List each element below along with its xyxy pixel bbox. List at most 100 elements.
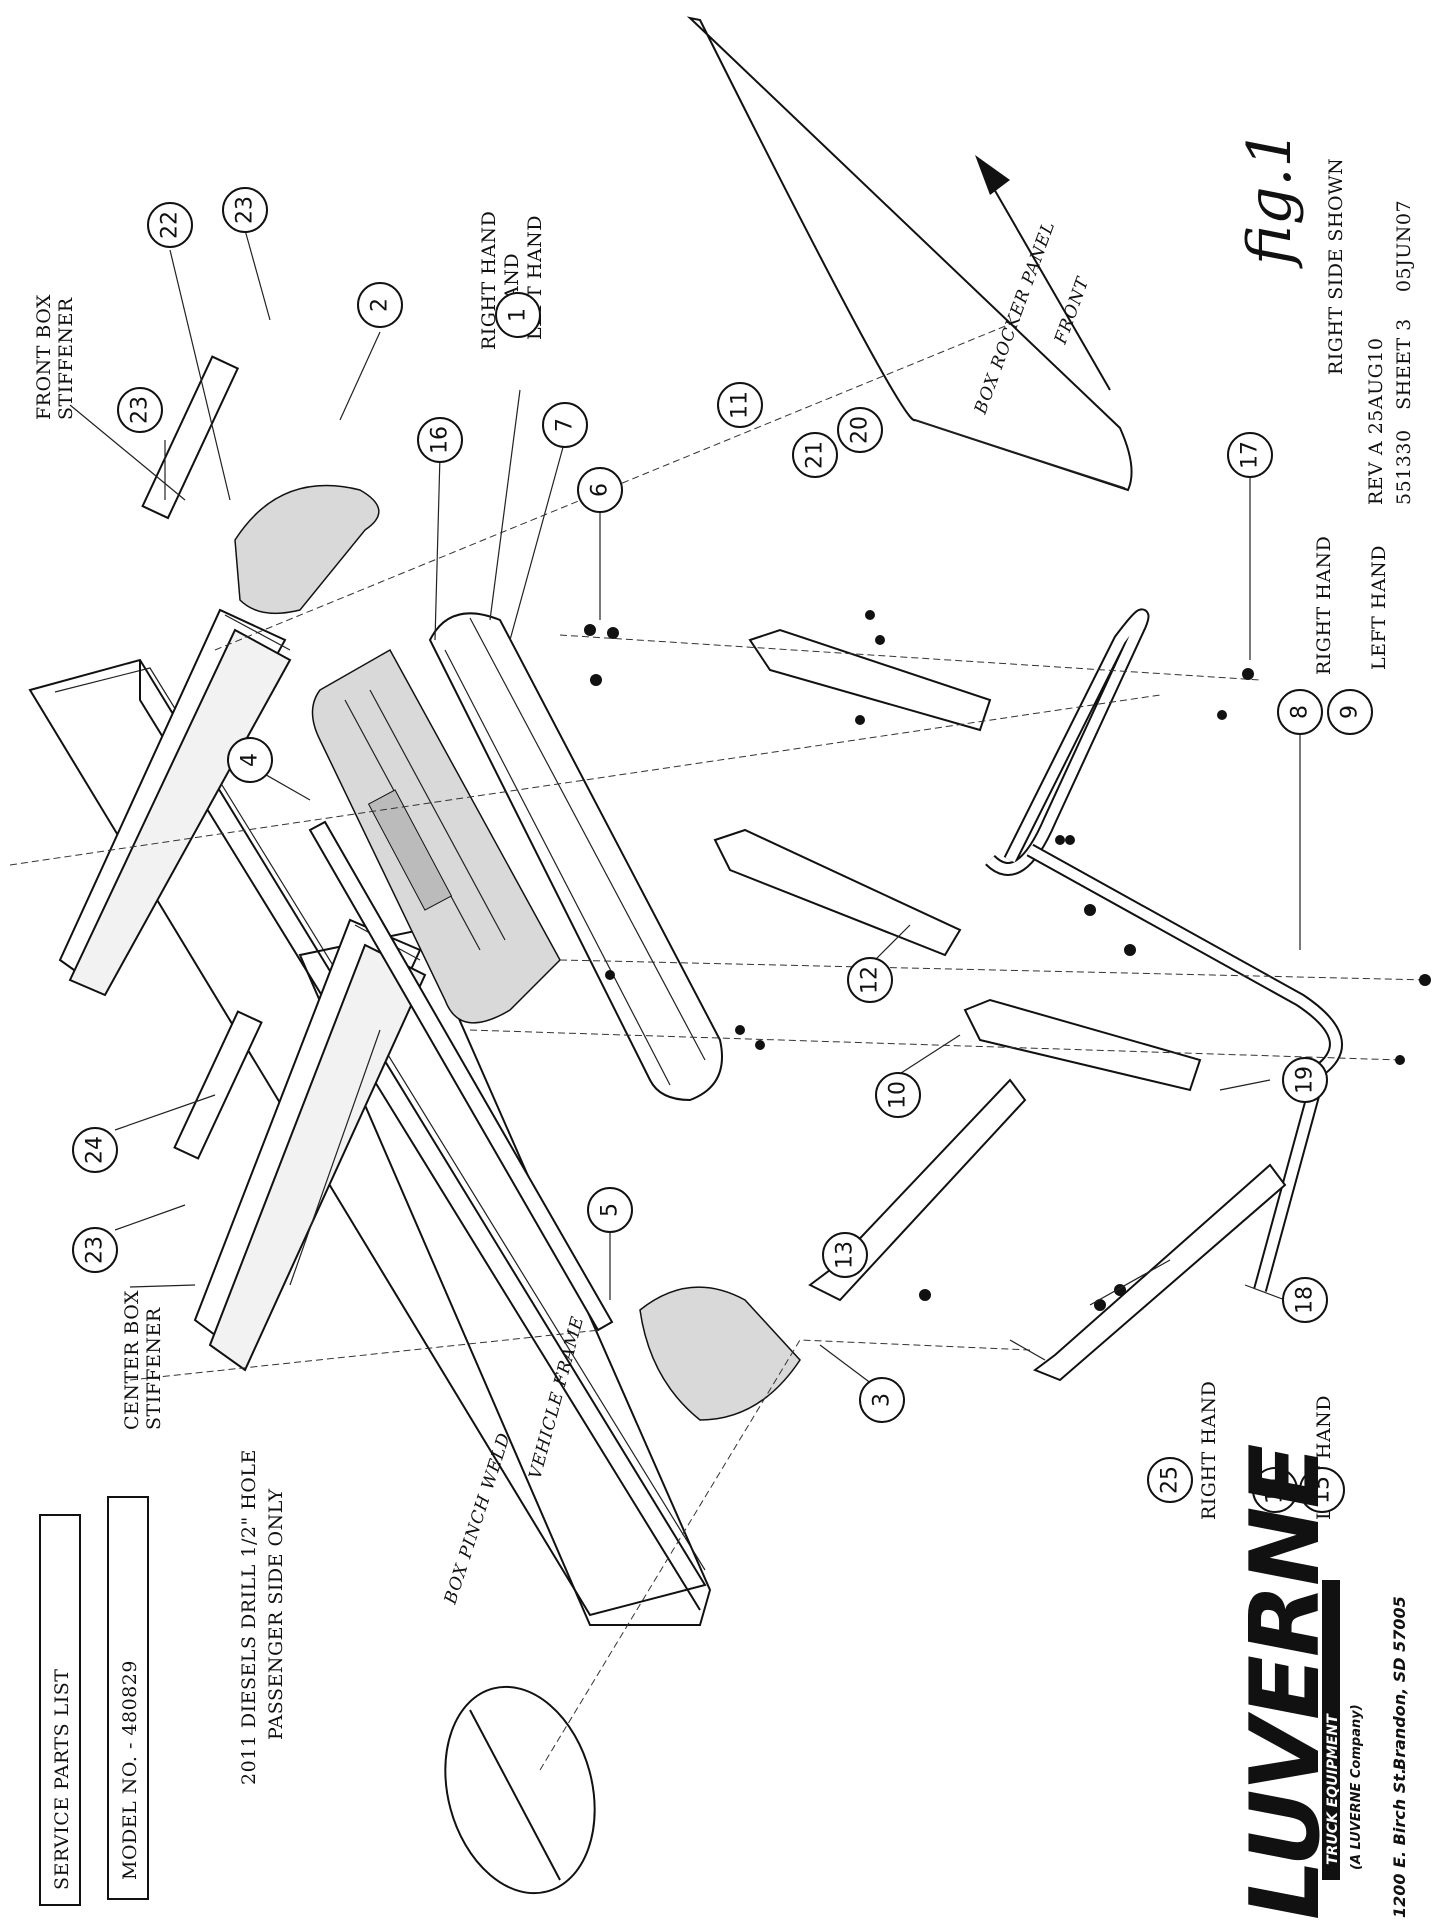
logo-company: (A LUVERNE Company) — [1349, 1704, 1364, 1870]
box-pinch-weld-label: BOX PINCH WELD — [440, 1430, 515, 1607]
callout-15: 15 — [1299, 1467, 1345, 1513]
callout-number: 10 — [886, 1081, 911, 1109]
front-box-stiffener-part — [58, 608, 292, 997]
sheet-info: 551330 SHEET 3 05JUN07 — [1393, 200, 1415, 505]
callout-number: 19 — [1293, 1066, 1318, 1094]
callout-5: 5 — [587, 1187, 633, 1233]
callout-number: 20 — [848, 416, 873, 444]
vehicle-frame-part — [28, 658, 712, 1626]
callout-19: 19 — [1282, 1057, 1328, 1103]
diesel-note-line1: 2011 DIESELS DRILL 1/2" HOLE — [238, 1449, 260, 1785]
callout-number: 11 — [728, 391, 753, 419]
callout-1: 1 — [495, 292, 541, 338]
parts-geometry — [9, 16, 1431, 1895]
logo-address: 1200 E. Birch St. — [1390, 1768, 1409, 1918]
callout-number: 4 — [238, 753, 263, 767]
callout-number: 22 — [158, 211, 183, 239]
callout-16: 16 — [417, 417, 463, 463]
callout-22: 22 — [147, 202, 193, 248]
callout-number: 8 — [1288, 705, 1313, 719]
figure-label: fig.1 — [1235, 129, 1305, 269]
callout-number: 25 — [1158, 1466, 1183, 1494]
stiffener-plate-24 — [173, 1010, 263, 1160]
callout-number: 16 — [428, 426, 453, 454]
callout-23: 23 — [222, 187, 268, 233]
right-side-shown: RIGHT SIDE SHOWN — [1325, 158, 1347, 375]
model-number: MODEL NO. - 480829 — [119, 1660, 141, 1880]
callout-number: 24 — [83, 1136, 108, 1164]
logo-tagline: TRUCK EQUIPMENT — [1325, 1713, 1341, 1865]
luverne-logo: LUVERNE TRUCK EQUIPMENT (A LUVERNE Compa… — [1231, 1444, 1409, 1920]
mounting-brackets — [713, 628, 1287, 1382]
callout-9: 9 — [1327, 689, 1373, 735]
callout-24: 24 — [72, 1127, 118, 1173]
pinch-weld-detail — [444, 1339, 1031, 1895]
front-box-stiffener-label-line1: FRONT BOX — [33, 294, 55, 420]
callout-4: 4 — [227, 737, 273, 783]
bar-part-5 — [308, 820, 614, 1332]
front-box-stiffener-label-line2: STIFFENER — [55, 297, 77, 420]
revision: REV A 25AUG10 — [1365, 338, 1387, 505]
callout-number: 5 — [598, 1203, 623, 1217]
stiffener-plate-22 — [141, 355, 240, 520]
front-arrow-icon — [975, 155, 1111, 391]
center-box-stiffener-label-line1: CENTER BOX — [121, 1290, 143, 1430]
service-parts-heading: SERVICE PARTS LIST — [51, 1669, 73, 1890]
callout-number: 2 — [368, 298, 393, 312]
callout-number: 3 — [870, 1393, 895, 1407]
callout-10: 10 — [875, 1072, 921, 1118]
fastener-dots — [584, 610, 1431, 1311]
callout-8-right-hand: RIGHT HAND — [1313, 536, 1335, 675]
callout-number: 21 — [803, 441, 828, 469]
callout-17: 17 — [1227, 432, 1273, 478]
callout-number: 6 — [588, 483, 613, 497]
callout-number: 18 — [1293, 1286, 1318, 1314]
callout-2: 2 — [357, 282, 403, 328]
callout-number: 17 — [1238, 441, 1263, 469]
callout-21: 21 — [792, 432, 838, 478]
center-box-stiffener-part — [193, 918, 427, 1372]
callout-number: 23 — [83, 1236, 108, 1264]
title-block: SERVICE PARTS LIST MODEL NO. - 480829 — [39, 1496, 149, 1906]
callout-number: 14 — [1263, 1476, 1288, 1504]
callout-number: 12 — [858, 966, 883, 994]
callout-8: 8 — [1277, 689, 1323, 735]
callout-number: 15 — [1310, 1476, 1335, 1504]
callout-13: 13 — [822, 1232, 868, 1278]
callout-11: 11 — [717, 382, 763, 428]
callout-7: 7 — [542, 402, 588, 448]
callout-number: 1 — [506, 308, 531, 322]
callout-14-right-hand: RIGHT HAND — [1198, 1381, 1220, 1520]
callout-9-left-hand: LEFT HAND — [1368, 545, 1390, 670]
callout-1-hand-line1: RIGHT HAND — [478, 211, 500, 350]
callout-12: 12 — [847, 957, 893, 1003]
callout-23: 23 — [117, 387, 163, 433]
end-cap-part-2 — [234, 484, 380, 615]
callout-number: 9 — [1338, 705, 1363, 719]
callout-number: 23 — [128, 396, 153, 424]
diesel-note-line2: PASSENGER SIDE ONLY — [265, 1488, 287, 1740]
step-pad-part — [311, 648, 561, 1024]
hoop-tube-part — [985, 608, 1343, 1292]
figure-info: fig.1 RIGHT SIDE SHOWN REV A 25AUG10 551… — [1235, 129, 1415, 505]
running-board-part — [428, 612, 723, 1102]
callout-25: 25 — [1147, 1457, 1193, 1503]
callout-14: 14 — [1252, 1467, 1298, 1513]
callout-18: 18 — [1282, 1277, 1328, 1323]
center-box-stiffener-label-line2: STIFFENER — [143, 1307, 165, 1430]
callout-6: 6 — [577, 467, 623, 513]
end-cap-part-3 — [639, 1286, 801, 1421]
callout-number: 13 — [833, 1241, 858, 1269]
front-arrow-label: FRONT — [1051, 274, 1094, 348]
callout-number: 23 — [233, 196, 258, 224]
callout-1-hand-line2: AND — [501, 253, 523, 301]
callout-20: 20 — [837, 407, 883, 453]
logo-city: Brandon, SD 57005 — [1390, 1596, 1409, 1770]
callout-23: 23 — [72, 1227, 118, 1273]
box-rocker-panel-part — [686, 16, 1133, 492]
callout-3: 3 — [859, 1377, 905, 1423]
callout-number: 7 — [553, 418, 578, 432]
